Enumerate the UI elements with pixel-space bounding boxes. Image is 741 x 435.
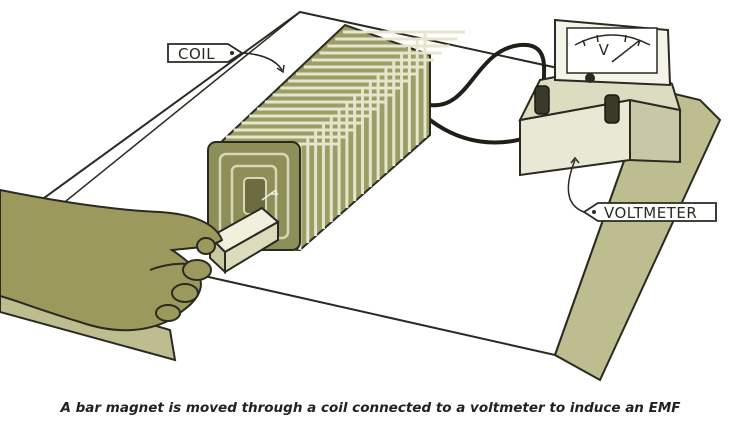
coil-turn (327, 44, 450, 152)
terminal-right (604, 94, 620, 124)
coil-turn (241, 121, 364, 229)
coil-turn (288, 79, 411, 187)
coil-turn (319, 51, 442, 159)
voltmeter-needle (611, 39, 641, 63)
coil-turn (225, 135, 348, 243)
coil-turn (280, 86, 403, 194)
meter-symbol: V (599, 41, 610, 59)
coil-label: COIL (167, 43, 285, 74)
coil-turn (335, 37, 458, 145)
coil-turn (233, 128, 356, 236)
coil-turn (264, 100, 387, 208)
terminal-left (534, 85, 550, 115)
voltmeter: V (518, 18, 682, 177)
figure-caption: A bar magnet is moved through a coil con… (60, 400, 681, 416)
coil-turn (303, 65, 426, 173)
voltmeter-dial (566, 27, 658, 74)
coil-turn (249, 114, 372, 222)
coil-turn (272, 93, 395, 201)
coil-turn (296, 72, 419, 180)
coil-turn (257, 107, 380, 215)
coil-label-text: COIL (178, 45, 215, 63)
coil-turn (343, 30, 465, 138)
voltmeter-label-text: VOLTMETER (604, 204, 697, 222)
coil-turn (311, 58, 434, 166)
hand (0, 188, 224, 332)
voltmeter-label: VOLTMETER (567, 156, 717, 222)
